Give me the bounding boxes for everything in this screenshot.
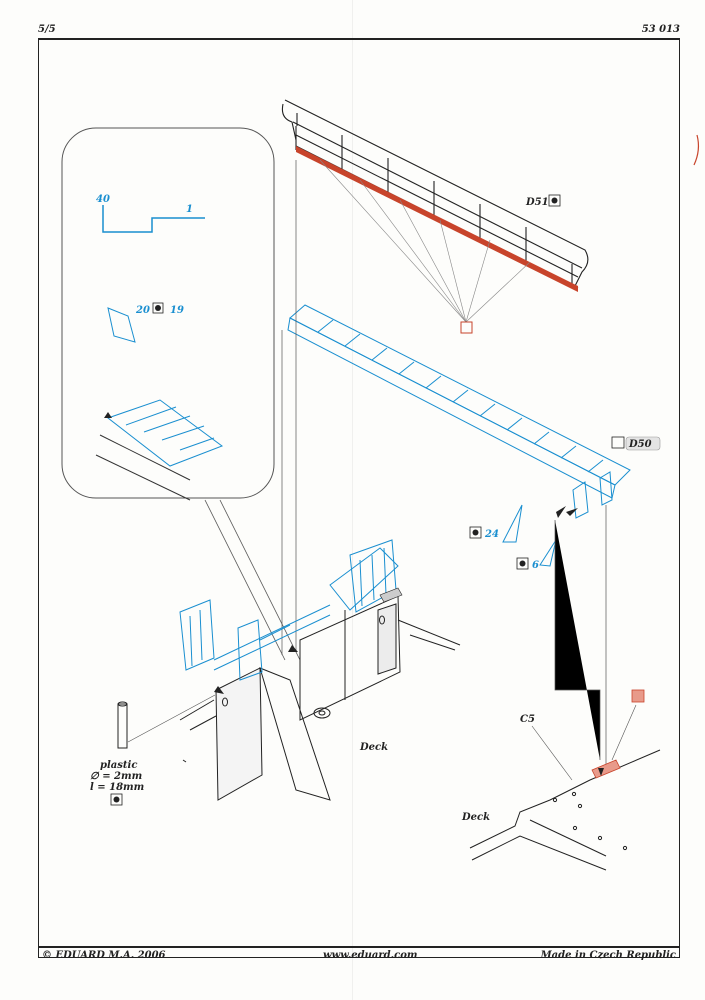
c5-detail: C5 Deck xyxy=(461,689,661,871)
website: www.eduard.com xyxy=(323,950,418,961)
face-down-icon xyxy=(152,302,164,314)
callout-pointer xyxy=(204,499,286,661)
paint-red-icon xyxy=(631,689,645,703)
face-down-icon xyxy=(516,557,529,570)
painted-strip xyxy=(296,146,578,292)
c5-part xyxy=(591,759,621,779)
paint-guide-lines xyxy=(319,159,531,323)
copyright: © EDUARD M.A. 2006 xyxy=(42,950,166,961)
part-40-label: 40 xyxy=(96,194,110,205)
part-6-label: 6 xyxy=(532,560,539,571)
header-bar: 5/5 53 013 xyxy=(38,24,680,40)
d51-label: D51 xyxy=(525,197,549,208)
diameter-label: ∅ = 2mm xyxy=(90,771,142,782)
deck-label-main: Deck xyxy=(359,742,388,753)
gusset-parts: 24 6 xyxy=(469,504,578,571)
callout-pointer xyxy=(219,499,301,661)
part-1-label: 1 xyxy=(186,204,193,215)
plastic-label: plastic xyxy=(100,760,137,771)
paint-red-icon xyxy=(460,321,473,334)
face-down-icon xyxy=(548,194,561,207)
origin: Made in Czech Republic xyxy=(540,950,676,961)
face-down-icon xyxy=(469,526,482,539)
ladder-d50 xyxy=(287,304,631,519)
face-up-icon xyxy=(611,436,625,449)
part-19-label: 19 xyxy=(170,305,184,316)
edge-marker xyxy=(693,134,700,166)
kit-code: 53 013 xyxy=(641,24,680,35)
assembly-guide-lines xyxy=(281,160,607,765)
detail-callout-box xyxy=(61,127,275,499)
railing-d51: D51 xyxy=(281,99,589,292)
face-down-icon xyxy=(110,793,123,806)
page-frame xyxy=(38,38,680,958)
footer-bar: © EDUARD M.A. 2006 www.eduard.com Made i… xyxy=(38,946,680,962)
paper-fold xyxy=(352,0,353,1000)
plate-part-20: 20 19 xyxy=(107,302,184,343)
plastic-rod: plastic ∅ = 2mm l = 18mm xyxy=(90,694,216,806)
deck-structure xyxy=(179,539,461,801)
deck-label-detail: Deck xyxy=(461,812,490,823)
part-24-label: 24 xyxy=(484,529,499,540)
fold-profile-diagram: 40 1 xyxy=(96,194,205,233)
d50-label: D50 xyxy=(628,439,652,450)
length-label: l = 18mm xyxy=(90,782,144,793)
page-number: 5/5 xyxy=(38,24,56,35)
part-20-label: 20 xyxy=(135,305,150,316)
detail-stairs xyxy=(95,399,224,501)
c5-label: C5 xyxy=(520,714,535,725)
